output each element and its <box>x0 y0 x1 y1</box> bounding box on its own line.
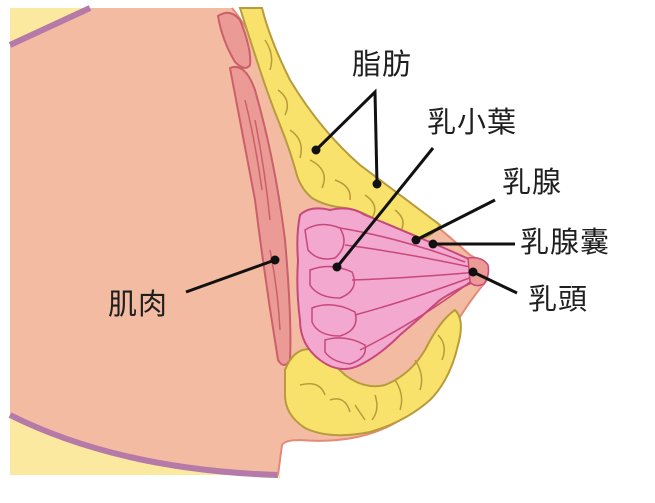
label-mammary-gland: 乳腺 <box>502 165 563 199</box>
label-nipple: 乳頭 <box>528 282 589 316</box>
label-fat: 脂肪 <box>352 47 413 81</box>
label-muscle: 肌肉 <box>108 287 169 321</box>
label-mammary-sac: 乳腺囊 <box>520 225 611 259</box>
mammary-gland <box>296 207 490 370</box>
leader-dots <box>270 145 478 277</box>
leader-lines <box>185 88 518 295</box>
label-lobule: 乳小葉 <box>427 105 518 139</box>
